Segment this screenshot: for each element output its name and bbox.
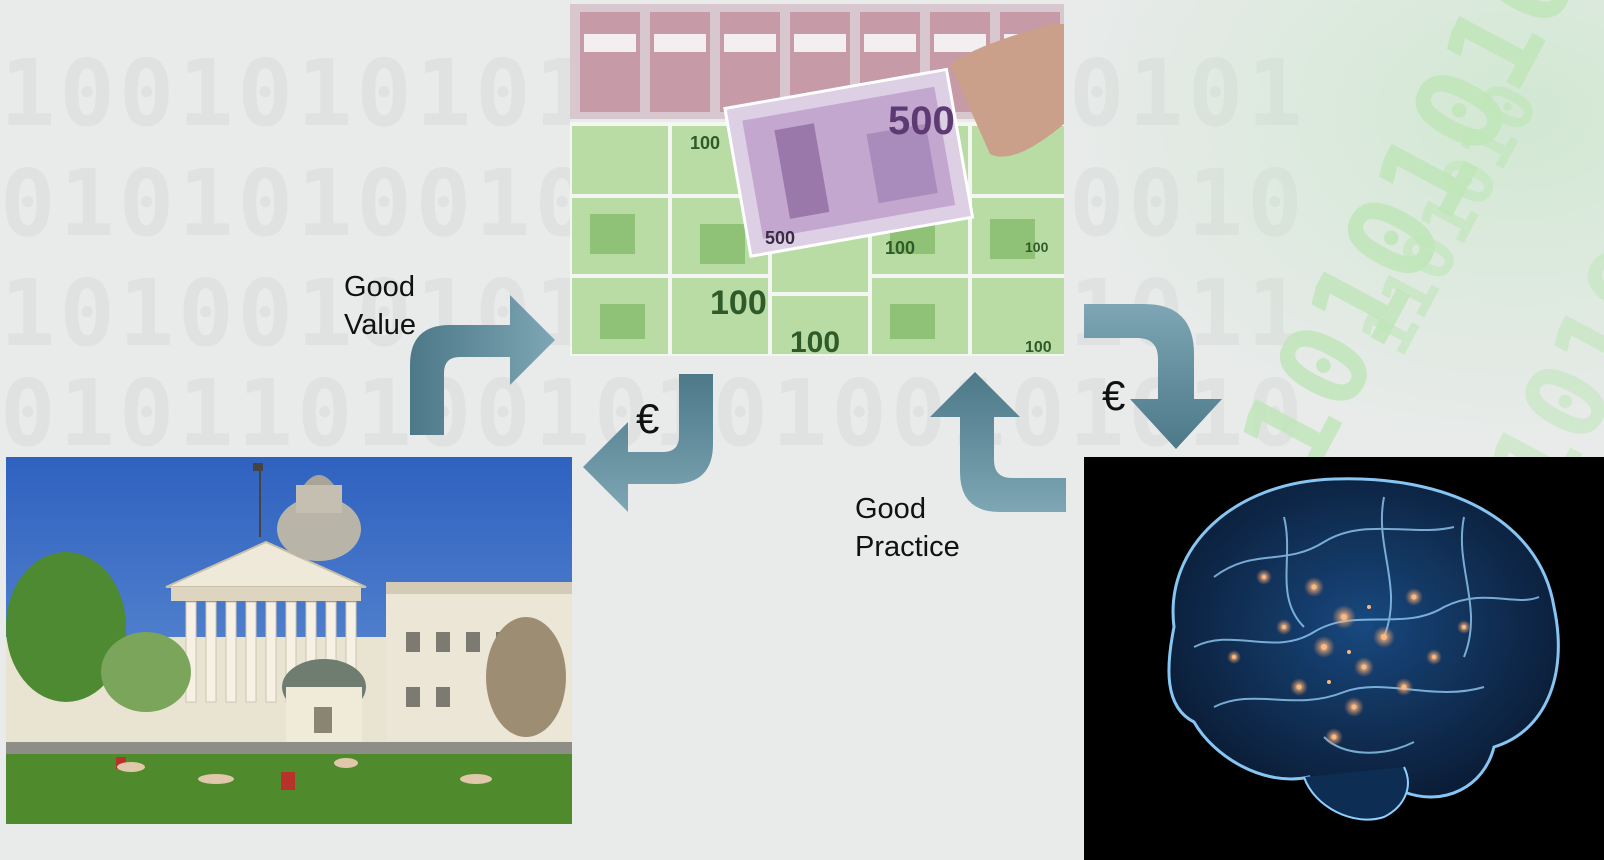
euro-symbol-left: € — [636, 395, 660, 442]
note-value-label: 100 — [690, 133, 720, 153]
note-value-label: 100 — [790, 326, 840, 356]
note-value-label: 100 — [710, 284, 767, 322]
good-value-line2: Value — [344, 309, 417, 341]
note-value-label: 100 — [1025, 339, 1052, 356]
brain-illustration — [1084, 457, 1604, 860]
note-value-label: 100 — [885, 238, 915, 258]
university-building-photo — [6, 457, 572, 824]
note-value-label: 500 — [765, 228, 795, 248]
good-practice-line1: Good — [855, 493, 926, 525]
arrow-down-left-icon — [583, 374, 713, 512]
note-value-label: 100 — [1025, 239, 1049, 255]
good-practice-label: Good Practice — [855, 490, 960, 566]
green-digits-background: 101010101 1101010 10101 — [1044, 0, 1604, 520]
arrow-up-right-icon — [410, 295, 555, 435]
arrow-right-down-icon — [1084, 304, 1222, 449]
note-value-label: 500 — [888, 99, 955, 143]
euro-symbol-right: € — [1102, 372, 1126, 419]
good-practice-line2: Practice — [855, 531, 960, 563]
good-value-line1: Good — [344, 271, 415, 303]
arrow-left-up-icon — [930, 372, 1066, 512]
good-value-label: Good Value — [344, 268, 416, 344]
euro-banknotes-photo: 500 100 100 100 100 100 500 100 — [570, 4, 1064, 356]
